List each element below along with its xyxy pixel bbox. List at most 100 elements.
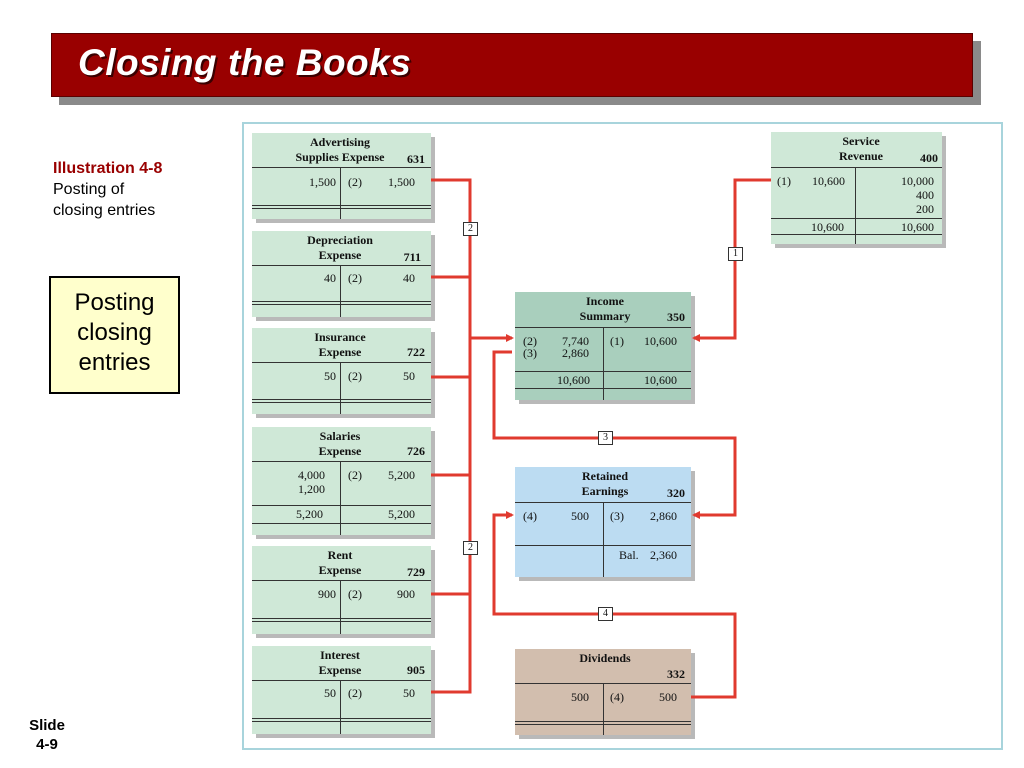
illustration-caption-line-2: closing entries xyxy=(53,202,156,219)
posting-callout-box: Posting closing entries xyxy=(49,276,180,394)
credit-amount: 200 xyxy=(916,202,934,216)
account-header-rule xyxy=(252,580,431,581)
account-number: 722 xyxy=(407,345,425,359)
account-total-rule xyxy=(252,399,431,400)
debit-amount: 500 xyxy=(571,690,589,704)
account-total-rule xyxy=(252,301,431,302)
account-name: Income Summary xyxy=(555,294,655,324)
account-header-rule xyxy=(252,167,431,168)
debit-amount: 900 xyxy=(318,587,336,601)
debit-reference: (3) xyxy=(523,346,537,360)
illustration-caption-line-1: Posting of xyxy=(53,181,125,198)
account-center-rule xyxy=(603,327,604,400)
debit-reference: (1) xyxy=(777,174,791,188)
account-center-rule xyxy=(340,167,341,219)
credit-amount: 5,200 xyxy=(388,468,415,482)
total-credit: 10,600 xyxy=(901,220,934,234)
account-number: 350 xyxy=(667,310,685,324)
slide-title: Closing the Books xyxy=(78,42,412,83)
account-total-rule-double xyxy=(252,304,431,305)
account-total-rule xyxy=(515,388,691,389)
account-subtotal-rule xyxy=(771,218,942,219)
account-number: 729 xyxy=(407,565,425,579)
account-center-rule xyxy=(340,362,341,414)
account-total-rule-double xyxy=(515,724,691,725)
callout-line-1: Posting xyxy=(74,289,155,316)
account-subtotal-rule xyxy=(515,371,691,372)
account-number: 711 xyxy=(403,250,421,264)
account-depreciation-expense: Depreciation Expense 711 40 (2) 40 xyxy=(252,231,431,317)
credit-reference: (2) xyxy=(348,271,362,285)
account-total-rule-double xyxy=(252,208,431,209)
account-income-summary: Income Summary 350 (2) 7,740 (3) 2,860 (… xyxy=(515,292,691,400)
account-number: 905 xyxy=(407,663,425,677)
account-subtotal-rule xyxy=(515,545,691,546)
account-header-rule xyxy=(252,265,431,266)
credit-amount: 500 xyxy=(659,690,677,704)
account-name-line-2: Revenue xyxy=(839,149,883,163)
debit-amount: 40 xyxy=(324,271,336,285)
credit-amount: 40 xyxy=(403,271,415,285)
slide-number-label: Slide 4-9 xyxy=(22,716,72,754)
entry-tag-2: 2 xyxy=(463,222,478,236)
total-debit: 10,600 xyxy=(557,373,590,387)
account-name: Depreciation Expense xyxy=(280,233,400,263)
account-name-line-1: Advertising xyxy=(310,135,370,149)
account-name-line-1: Interest xyxy=(320,648,360,662)
account-name-line-1: Service xyxy=(842,134,880,148)
account-dividends: Dividends 332 500 (4) 500 xyxy=(515,649,691,735)
total-credit: 5,200 xyxy=(388,507,415,521)
credit-reference: (3) xyxy=(610,509,624,523)
arrow-dividends-to-retained xyxy=(492,511,737,699)
callout-line-3: entries xyxy=(78,349,151,376)
illustration-label: Illustration 4-8 Posting of closing entr… xyxy=(53,158,233,221)
account-number: 726 xyxy=(407,444,425,458)
account-total-rule xyxy=(252,523,431,524)
credit-reference: (2) xyxy=(348,175,362,189)
account-subtotal-rule xyxy=(252,505,431,506)
debit-amount: 1,200 xyxy=(298,482,325,496)
debit-reference: (2) xyxy=(523,334,537,348)
arrow-income-summary-to-retained xyxy=(492,350,737,519)
credit-amount: 1,500 xyxy=(388,175,415,189)
account-name: Interest Expense xyxy=(280,648,400,678)
account-name: Advertising Supplies Expense xyxy=(280,135,400,165)
total-debit: 5,200 xyxy=(296,507,323,521)
credit-amount: 400 xyxy=(916,188,934,202)
illustration-heading: Illustration 4-8 xyxy=(53,160,163,177)
account-center-rule xyxy=(603,502,604,577)
account-total-rule-double xyxy=(252,402,431,403)
account-name: Dividends xyxy=(555,651,655,666)
debit-amount: 7,740 xyxy=(562,334,589,348)
debit-reference: (4) xyxy=(523,509,537,523)
account-name: Salaries Expense xyxy=(280,429,400,459)
balance-label: Bal. xyxy=(619,548,639,562)
account-interest-expense: Interest Expense 905 50 (2) 50 xyxy=(252,646,431,734)
account-name-line-1: Salaries xyxy=(319,429,361,443)
credit-amount: 50 xyxy=(403,369,415,383)
account-name-line-1: Depreciation xyxy=(307,233,373,247)
account-total-rule-double xyxy=(252,621,431,622)
account-name-line-1: Income xyxy=(586,294,624,308)
credit-reference: (2) xyxy=(348,369,362,383)
account-name-line-1: Retained xyxy=(582,469,628,483)
account-center-rule xyxy=(340,580,341,634)
account-name-line-2: Summary xyxy=(579,309,631,323)
account-header-rule xyxy=(771,167,942,168)
account-name-line-2: Expense xyxy=(318,663,362,677)
credit-reference: (4) xyxy=(610,690,624,704)
account-number: 320 xyxy=(667,486,685,500)
debit-amount: 10,600 xyxy=(812,174,845,188)
account-salaries-expense: Salaries Expense 726 4,000 1,200 (2) 5,2… xyxy=(252,427,431,535)
total-credit: 10,600 xyxy=(644,373,677,387)
account-center-rule xyxy=(603,683,604,735)
account-service-revenue: Service Revenue 400 (1) 10,600 10,000 40… xyxy=(771,132,942,244)
account-name-line-1: Dividends xyxy=(579,651,631,665)
account-center-rule xyxy=(855,167,856,244)
credit-amount: 2,860 xyxy=(650,509,677,523)
entry-tag-1: 1 xyxy=(728,247,743,261)
debit-amount: 4,000 xyxy=(298,468,325,482)
entry-tag-3: 3 xyxy=(598,431,613,445)
account-name: Rent Expense xyxy=(280,548,400,578)
account-name-line-2: Expense xyxy=(318,345,362,359)
